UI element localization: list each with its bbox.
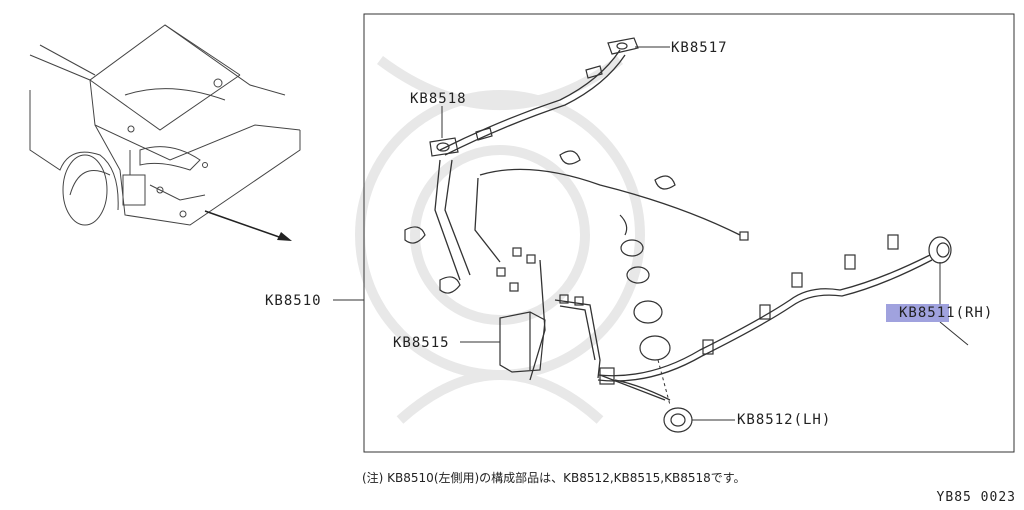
kb8511-highlight — [886, 304, 949, 322]
composition-note: (注) KB8510(左側用)の構成部品は、KB8512,KB8515,KB85… — [362, 471, 746, 485]
label-kb8512[interactable]: KB8512(LH) — [737, 412, 832, 428]
label-kb8515[interactable]: KB8515 — [393, 335, 450, 351]
detail-frame — [363, 13, 1015, 453]
label-kb8511[interactable]: KB8511(RH) — [899, 305, 994, 321]
watermark-emblem — [355, 55, 645, 424]
label-leaders — [441, 46, 969, 421]
label-kb8517[interactable]: KB8517 — [671, 40, 728, 56]
main-harness — [434, 49, 933, 401]
pointer-arrow — [204, 210, 292, 241]
label-kb8518[interactable]: KB8518 — [410, 91, 467, 107]
label-kb8510[interactable]: KB8510 — [265, 293, 322, 309]
car-rear-illustration — [29, 24, 301, 226]
figure-code: YB85 0023 — [936, 490, 1016, 505]
harness-parts — [404, 37, 952, 433]
